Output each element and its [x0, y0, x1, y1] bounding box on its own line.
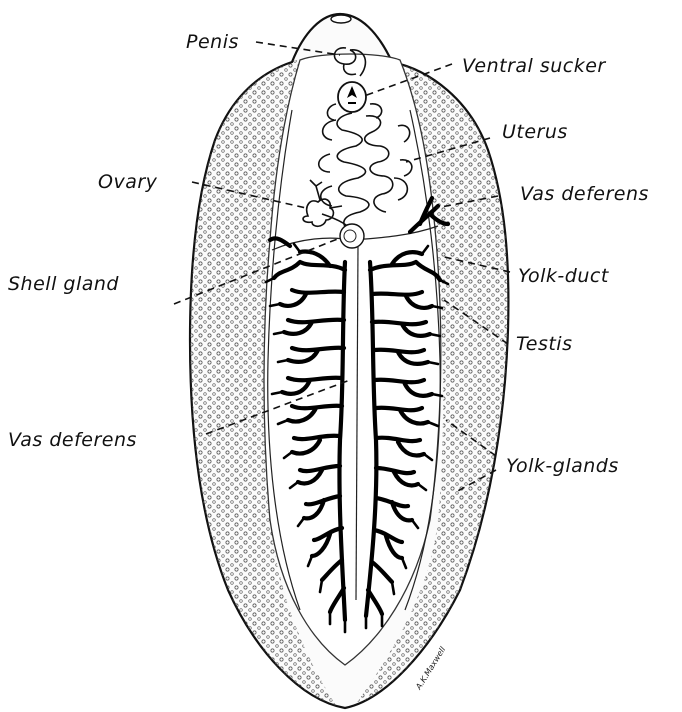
label-testis: Testis: [516, 333, 572, 355]
ventral-sucker-organ: [338, 82, 366, 112]
label-shell-gland: Shell gland: [8, 273, 119, 295]
label-yolk-glands: Yolk-glands: [506, 455, 619, 477]
label-yolk-duct: Yolk-duct: [518, 265, 610, 287]
label-uterus: Uterus: [502, 121, 568, 143]
label-vas-deferens-lower: Vas deferens: [8, 429, 137, 451]
label-ventral-sucker: Ventral sucker: [462, 55, 606, 77]
label-ovary: Ovary: [98, 171, 158, 193]
oral-sucker: [331, 15, 351, 23]
label-vas-deferens-upper: Vas deferens: [520, 183, 649, 205]
shell-gland-organ: [340, 224, 364, 248]
label-penis: Penis: [186, 31, 239, 53]
